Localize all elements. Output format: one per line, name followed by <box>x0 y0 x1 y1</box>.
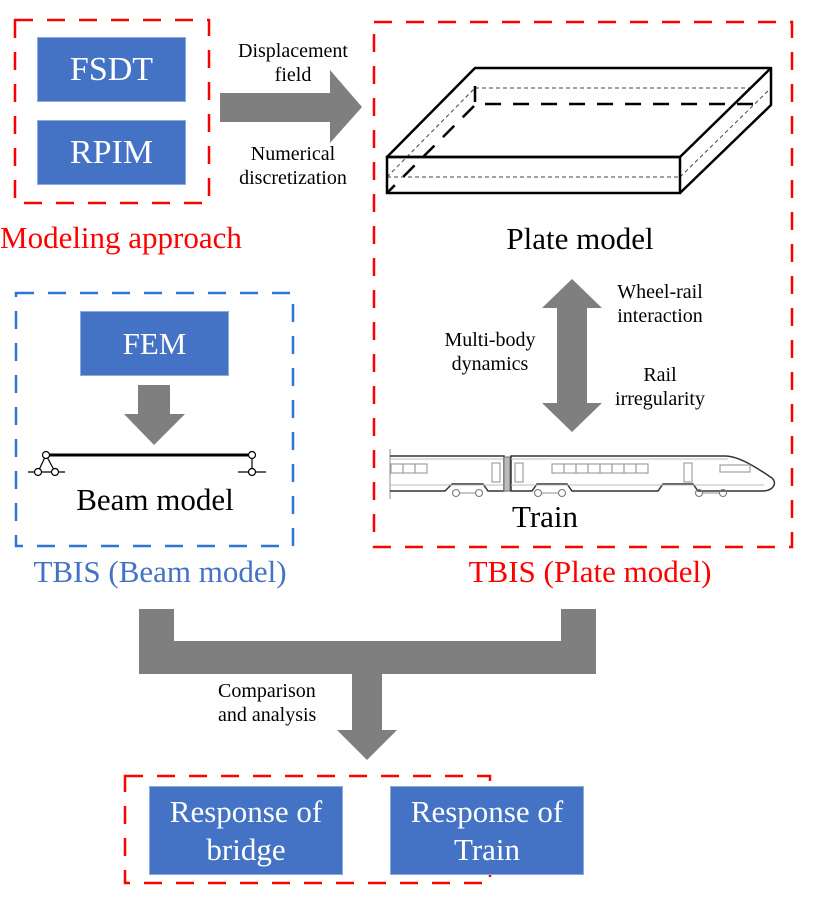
response-bridge-line-2: bridge <box>206 831 286 867</box>
numerical-line-1: Numerical <box>250 143 336 165</box>
response-bridge-line-1: Response of <box>169 794 323 830</box>
double-arrow-icon <box>542 279 602 432</box>
wheel-rail-interaction-label: Wheel-rail interaction <box>600 281 720 328</box>
modeling-approach-frame <box>13 18 211 205</box>
wheel-rail-line-2: interaction <box>617 304 703 327</box>
multi-body-line-2: dynamics <box>451 352 529 375</box>
train-label: Train <box>511 499 579 534</box>
right-arrow-icon <box>220 70 362 143</box>
comparison-line-1: Comparison <box>218 680 316 702</box>
plate-model-label: Plate model <box>506 221 654 256</box>
response-train-box: Response of Train <box>390 786 584 875</box>
rail-line-2: irregularity <box>615 387 705 410</box>
fem-box: FEM <box>80 311 229 376</box>
tbis-plate-caption: TBIS (Plate model) <box>468 554 712 589</box>
response-train-line-2: Train <box>453 831 521 867</box>
down-arrow-icon <box>124 385 185 445</box>
wheel-rail-line-1: Wheel-rail <box>617 281 703 303</box>
response-train-line-1: Response of <box>410 794 564 830</box>
numerical-line-2: discretization <box>239 166 347 189</box>
rail-irregularity-label: Rail irregularity <box>600 364 720 411</box>
displacement-line-1: Displacement <box>238 40 348 62</box>
rpim-label: RPIM <box>69 133 154 171</box>
plate-icon <box>385 66 773 195</box>
beam-icon <box>28 450 266 477</box>
modeling-approach-caption: Modeling approach <box>0 220 242 255</box>
multi-body-line-1: Multi-body <box>444 329 536 351</box>
train-icon <box>389 449 776 499</box>
plate-model-frame <box>372 20 794 549</box>
beam-model-label: Beam model <box>76 482 234 517</box>
merge-arrow-icon <box>139 609 596 760</box>
rail-line-1: Rail <box>643 364 677 386</box>
comparison-line-2: and analysis <box>218 703 317 726</box>
fem-label: FEM <box>122 325 187 361</box>
multi-body-dynamics-label: Multi-body dynamics <box>430 329 550 376</box>
displacement-line-2: field <box>274 63 312 86</box>
fsdt-box: FSDT <box>37 37 186 102</box>
comparison-analysis-label: Comparison and analysis <box>218 680 348 727</box>
rpim-box: RPIM <box>37 120 186 185</box>
tbis-beam-caption: TBIS (Beam model) <box>33 554 287 589</box>
beam-model-frame <box>14 291 295 548</box>
response-bridge-box: Response of bridge <box>149 786 343 875</box>
fsdt-label: FSDT <box>69 50 154 88</box>
numerical-discretization-label: Numerical discretization <box>218 143 368 190</box>
displacement-field-label: Displacement field <box>218 40 368 87</box>
